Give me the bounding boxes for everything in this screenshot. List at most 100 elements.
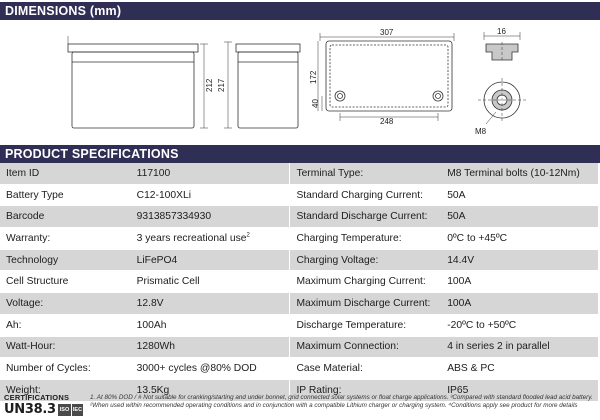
dim-depth-top: 172 xyxy=(309,70,318,84)
spec-value: 0ºC to +45ºC xyxy=(441,227,598,250)
spec-label: Case Material: xyxy=(289,357,442,380)
spec-label-text: Standard Charging Current: xyxy=(296,189,423,201)
spec-value-text: 3000+ cycles @80% DOD xyxy=(136,363,257,375)
spec-label: Voltage: xyxy=(0,292,131,315)
spec-value-text: M8 Terminal bolts (10-12Nm) xyxy=(447,167,580,179)
spec-label-text: Ah: xyxy=(6,319,22,331)
spec-row: Battery Type C12-100XLi Standard Charging … xyxy=(0,184,598,207)
spec-label: Cell Structure xyxy=(0,270,131,294)
spec-label-text: Voltage: xyxy=(6,297,44,309)
spec-value: C12-100XLi xyxy=(130,184,291,207)
spec-value: LiFePO4 xyxy=(130,249,291,272)
terminal-detail xyxy=(478,32,526,125)
spec-value-text: 12.8V xyxy=(136,297,164,309)
spec-label-text: Maximum Charging Current: xyxy=(296,276,426,288)
iec-badge: IEC xyxy=(72,404,83,416)
spec-value-text: Prismatic Cell xyxy=(136,276,200,288)
spec-label: Ah: xyxy=(0,314,131,337)
spec-value-text: LiFePO4 xyxy=(136,254,178,266)
spec-label: Standard Charging Current: xyxy=(289,184,442,207)
spec-value: Prismatic Cell xyxy=(130,270,291,294)
spec-value-text: ABS & PC xyxy=(447,363,495,375)
dim-height-front: 212 xyxy=(205,78,214,92)
spec-row: Warranty: 3 years recreational use2 Chargi… xyxy=(0,227,598,250)
spec-label: Charging Voltage: xyxy=(289,249,442,272)
spec-value-text: 4 in series 2 in parallel xyxy=(447,341,550,353)
spec-label: Weight: xyxy=(0,379,131,402)
spec-value: 50A xyxy=(441,205,598,229)
spec-label-text: Terminal Type: xyxy=(296,167,364,179)
spec-label-text: Weight: xyxy=(6,384,41,396)
spec-value: 4 in series 2 in parallel xyxy=(441,336,598,359)
spec-row: Watt-Hour: 1280Wh Maximum Connection: 4 in … xyxy=(0,336,598,359)
spec-value-text: 13.5Kg xyxy=(136,384,170,396)
dimensions-drawing: 212 217 307 172 40 248 16 M8 xyxy=(0,22,600,142)
spec-value: 3 years recreational use2 xyxy=(130,227,291,250)
dim-bolt-label: M8 xyxy=(475,127,487,136)
spec-label-text: Watt-Hour: xyxy=(6,341,56,353)
spec-value: 14.4V xyxy=(441,249,598,272)
dim-terminal-width: 16 xyxy=(497,27,506,36)
spec-label: Maximum Discharge Current: xyxy=(289,292,442,315)
spec-value: M8 Terminal bolts (10-12Nm) xyxy=(441,163,598,185)
spec-value-text: C12-100XLi xyxy=(136,189,192,201)
spec-label: Discharge Temperature: xyxy=(289,314,442,337)
spec-label: IP Rating: xyxy=(289,379,442,402)
specifications-header: PRODUCT SPECIFICATIONS xyxy=(0,145,600,163)
spec-value-text: 14.4V xyxy=(447,254,475,266)
spec-label: Warranty: xyxy=(0,227,131,250)
spec-value: -20ºC to +50ºC xyxy=(441,314,598,337)
spec-label-text: IP Rating: xyxy=(296,384,342,396)
spec-value-text: 50A xyxy=(447,189,466,201)
spec-row: Item ID 117100 Terminal Type: M8 Terminal b… xyxy=(0,163,598,185)
spec-label-text: Charging Temperature: xyxy=(296,232,402,244)
spec-label-text: Charging Voltage: xyxy=(296,254,379,266)
spec-label-text: Case Material: xyxy=(296,363,363,375)
spec-value: 100Ah xyxy=(130,314,291,337)
spec-row: Weight: 13.5Kg IP Rating: IP65 xyxy=(0,379,598,402)
footnote-1: 1. At 80% DOD / # Not suitable for crank… xyxy=(90,394,593,401)
spec-value-text: IP65 xyxy=(447,384,469,396)
spec-value: 100A xyxy=(441,292,598,315)
spec-value: 3000+ cycles @80% DOD xyxy=(130,357,291,380)
dim-height-side: 217 xyxy=(217,78,226,92)
spec-label-text: Standard Discharge Current: xyxy=(296,211,428,223)
spec-label: Maximum Connection: xyxy=(289,336,442,359)
spec-label-text: Warranty: xyxy=(6,232,51,244)
spec-value-text: -20ºC to +50ºC xyxy=(447,319,517,331)
dimensions-header: DIMENSIONS (mm) xyxy=(0,2,600,20)
spec-value: ABS & PC xyxy=(441,357,598,380)
spec-label: Watt-Hour: xyxy=(0,336,131,359)
spec-value: 117100 xyxy=(130,163,291,185)
spec-value-text: 100A xyxy=(447,276,472,288)
spec-label: Battery Type xyxy=(0,184,131,207)
specifications-table: Item ID 117100 Terminal Type: M8 Terminal b… xyxy=(0,163,598,402)
spec-value-text: 3 years recreational use xyxy=(136,232,247,244)
spec-value: 100A xyxy=(441,270,598,294)
un383-mark: UN38.3 xyxy=(4,402,56,417)
spec-row: Voltage: 12.8V Maximum Discharge Current: 1… xyxy=(0,292,598,315)
spec-label: Terminal Type: xyxy=(289,163,442,185)
footnote-2: ²When used within recommended operating … xyxy=(90,402,578,409)
spec-label-text: Item ID xyxy=(6,167,40,179)
spec-label-text: Technology xyxy=(6,254,59,266)
spec-label: Technology xyxy=(0,249,131,272)
spec-label: Standard Discharge Current: xyxy=(289,205,442,229)
spec-value-text: 1280Wh xyxy=(136,341,175,353)
spec-label: Barcode xyxy=(0,205,131,229)
dim-length-top: 307 xyxy=(380,28,394,37)
spec-value: 1280Wh xyxy=(130,336,291,359)
spec-row: Ah: 100Ah Discharge Temperature: -20ºC to +… xyxy=(0,314,598,337)
footnote-ref: 2 xyxy=(246,232,250,239)
spec-value-text: 117100 xyxy=(136,167,171,179)
front-view xyxy=(67,36,208,129)
spec-label-text: Maximum Connection: xyxy=(296,341,399,353)
spec-label: Maximum Charging Current: xyxy=(289,270,442,294)
spec-value-text: 100Ah xyxy=(136,319,167,331)
spec-label-text: Barcode xyxy=(6,211,45,223)
spec-value: 50A xyxy=(441,184,598,207)
footer: CERTIFICATIONS UN38.3 ISO IEC 1. At 80% … xyxy=(0,393,600,420)
spec-label-text: Maximum Discharge Current: xyxy=(296,297,431,309)
